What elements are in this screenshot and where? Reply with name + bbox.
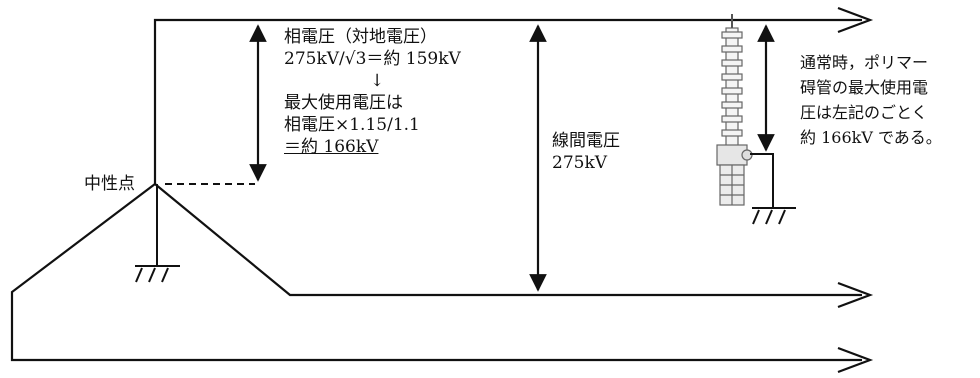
neutral-ground-symbol [135, 184, 180, 283]
note-line-2: 碍管の最大使用電 [800, 78, 929, 97]
note-line-4: 約 166kV である。 [800, 128, 942, 147]
line-voltage-line-1: 線間電圧 [552, 131, 620, 151]
phase-conductor-bottom [10, 183, 874, 374]
bushing-ground-symbol [750, 153, 796, 225]
phase-conductor-middle [154, 183, 874, 309]
phase-voltage-line-1: 相電圧（対地電圧） [284, 27, 437, 47]
phase-conductor-top [153, 6, 874, 184]
neutral-point-label: 中性点 [84, 174, 135, 194]
line-voltage-line-2: 275kV [552, 153, 608, 173]
phase-voltage-line-5: ＝約 166kV [284, 137, 379, 157]
note-line-3: 圧は左記のごとく [800, 103, 928, 122]
phase-voltage-line-3: 最大使用電圧は [284, 93, 403, 113]
note-line-1: 通常時，ポリマー [800, 53, 929, 72]
line-voltage-text: 線間電圧 275kV [552, 130, 620, 174]
phase-voltage-line-2: 275kV/√3＝約 159kV [284, 49, 461, 69]
polymer-bushing-icon [716, 14, 753, 206]
phase-voltage-text: 相電圧（対地電圧） 275kV/√3＝約 159kV ↓ 最大使用電圧は 相電圧… [284, 26, 461, 158]
bushing-note-text: 通常時，ポリマー 碍管の最大使用電 圧は左記のごとく 約 166kV である。 [800, 50, 942, 150]
phase-voltage-line-4: 相電圧×1.15/1.1 [284, 115, 420, 135]
down-arrow-glyph: ↓ [370, 71, 385, 91]
